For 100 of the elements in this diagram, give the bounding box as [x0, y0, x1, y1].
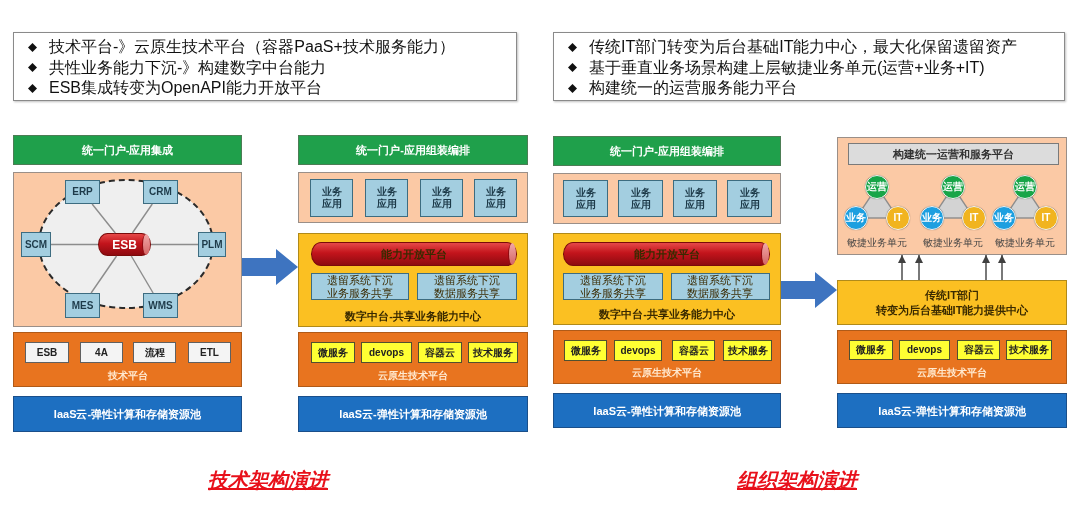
connector-line: [91, 203, 116, 234]
unit-caption: 敏捷业务单元: [995, 237, 1055, 249]
cylinder-label: 能力开放平台: [633, 247, 700, 261]
app-box: [310, 179, 353, 217]
connector-line: [938, 196, 947, 209]
service-text: 遗留系统下沉业务服务共享: [326, 273, 394, 300]
unit-caption: 敏捷业务单元: [923, 237, 983, 249]
infrastructure-bar: [837, 393, 1067, 428]
platform-cylinder: [311, 242, 517, 266]
layer-panel: [298, 172, 528, 223]
unit-caption: 敏捷业务单元: [847, 237, 907, 249]
module-box: [564, 340, 607, 361]
module-box: [25, 342, 69, 363]
module-name: 微服务: [318, 346, 348, 359]
module-name: devops: [620, 344, 656, 357]
module-name: 容器云: [678, 344, 709, 357]
module-name: devops: [369, 346, 404, 359]
circle-label: 运营: [943, 181, 963, 193]
platform-layer-panel: [553, 330, 781, 384]
role-circle: [1013, 175, 1037, 199]
circle-label: IT: [969, 212, 979, 224]
ops-platform-bar: [848, 143, 1059, 165]
bar-title: 构建统一运营和服务平台: [893, 148, 1014, 160]
portal-bar: [298, 135, 528, 165]
layer-caption: 技术平台: [107, 370, 148, 382]
module-name: 技术服务: [1009, 344, 1049, 356]
panel-text: 传统IT部门: [925, 287, 979, 303]
app-box: [673, 180, 717, 217]
app-box: [365, 179, 408, 217]
infrastructure-bar: [298, 396, 528, 432]
platform-cylinder: [98, 233, 151, 256]
app-box: [618, 180, 663, 217]
layer-caption: 云原生技术平台: [378, 370, 448, 382]
platform-layer-panel: [13, 332, 242, 387]
module-name: devops: [907, 344, 942, 356]
module-box: [899, 340, 950, 360]
module-box: [311, 342, 355, 363]
circle-label: 业务: [846, 212, 866, 224]
app-name: 业务应用: [575, 186, 596, 211]
layer-caption: 数字中台-共享业务能力中心: [345, 310, 481, 323]
system-name: ERP: [72, 186, 93, 198]
system-box: [198, 232, 226, 257]
module-name: 微服务: [570, 344, 601, 357]
middle-platform-panel: [553, 233, 781, 325]
module-name: 技术服务: [473, 346, 513, 359]
role-circle: [865, 175, 889, 199]
block-arrow: [781, 272, 837, 308]
role-circle: [920, 206, 944, 230]
circle-label: 运营: [1015, 181, 1035, 193]
module-name: 容器云: [963, 344, 994, 356]
role-circle: [844, 206, 868, 230]
system-name: WMS: [148, 299, 173, 312]
arrow: [898, 254, 906, 281]
circle-label: 业务: [922, 212, 942, 224]
role-circle: [992, 206, 1016, 230]
middle-platform-panel: [298, 233, 528, 327]
block-arrow: [242, 249, 298, 285]
bar-title: 统一门户-应用集成: [81, 144, 174, 156]
module-name: ETL: [200, 346, 219, 359]
connector-line: [959, 196, 968, 209]
layer-panel: [553, 173, 781, 224]
app-name: 业务应用: [431, 186, 452, 210]
bullet-text: 基于垂直业务场景构建上层敏捷业务单元(运营+业务+IT): [589, 57, 985, 78]
module-box: [133, 342, 176, 363]
layer-caption: 数字中台-共享业务能力中心: [599, 308, 735, 321]
app-name: 业务应用: [321, 186, 342, 210]
layer-caption: 云原生技术平台: [632, 367, 702, 379]
app-box: [563, 180, 608, 217]
bar-title: IaaS云-弹性计算和存储资源池: [593, 404, 741, 417]
bar-title: 统一门户-应用组装编排: [356, 144, 470, 156]
module-box: [468, 342, 518, 363]
system-box: [65, 293, 100, 318]
role-circle: [886, 206, 910, 230]
circle-label: IT: [1041, 212, 1051, 224]
system-name: CRM: [149, 186, 172, 198]
service-text: 遗留系统下沉业务服务共享: [579, 273, 647, 300]
module-name: 技术服务: [727, 344, 768, 357]
platform-layer-panel: [298, 332, 528, 387]
platform-layer-panel: [837, 330, 1067, 384]
portal-bar: [13, 135, 242, 165]
module-box: [614, 340, 662, 361]
connector-line: [1015, 217, 1035, 219]
system-box: [143, 293, 178, 318]
module-box: [188, 342, 231, 363]
system-box: [65, 180, 100, 204]
bar-title: IaaS云-弹性计算和存储资源池: [878, 404, 1026, 417]
it-center-panel: [837, 280, 1067, 325]
connector-line: [1031, 196, 1040, 209]
connector-line: [867, 217, 887, 219]
bar-title: IaaS云-弹性计算和存储资源池: [53, 408, 202, 420]
bullet-text: 共性业务能力下沉-》构建数字中台能力: [49, 57, 327, 78]
platform-cylinder: [563, 242, 770, 266]
arrow: [998, 254, 1006, 281]
module-box: [361, 342, 412, 363]
infrastructure-bar: [553, 393, 781, 428]
circle-label: 运营: [867, 181, 887, 193]
arrow: [915, 254, 923, 281]
service-box: [417, 273, 517, 300]
connector-line: [943, 217, 963, 219]
module-name: 4A: [95, 346, 108, 359]
